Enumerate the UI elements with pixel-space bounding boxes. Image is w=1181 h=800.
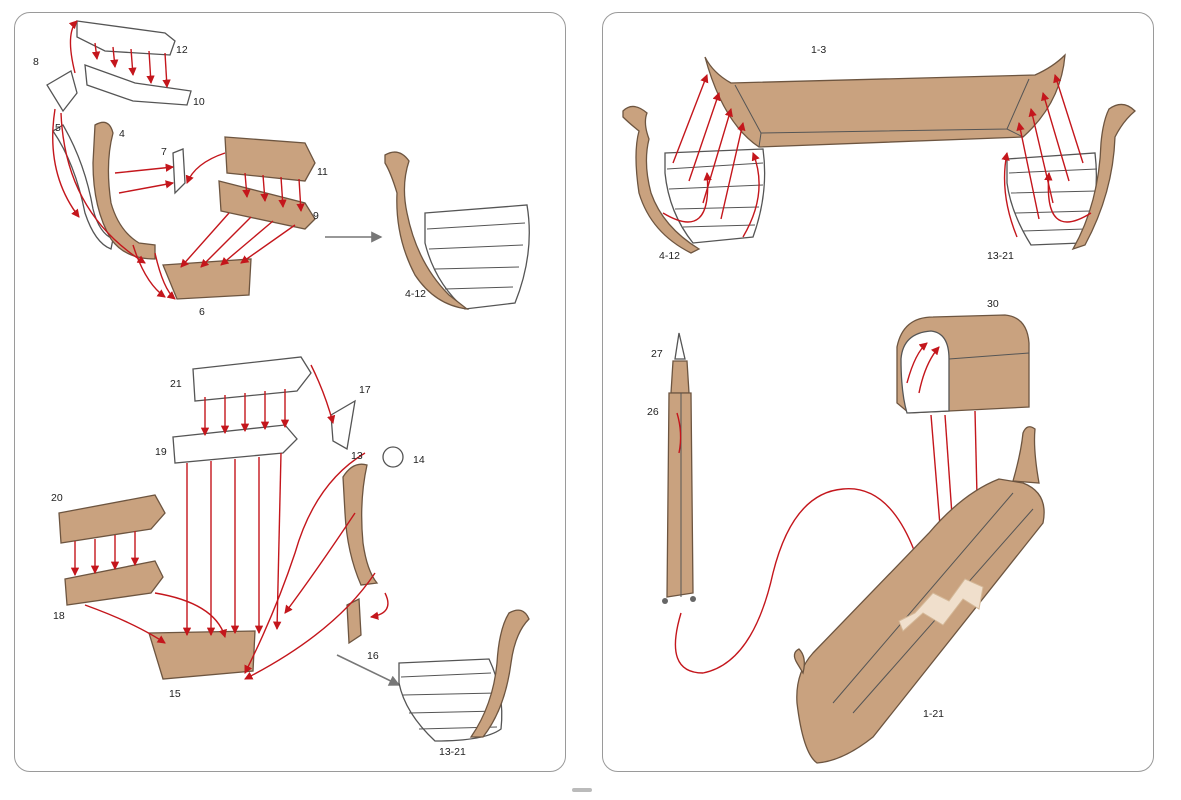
red-arrows-top-left xyxy=(52,20,305,300)
label-30: 30 xyxy=(987,298,999,310)
label-19: 19 xyxy=(155,446,167,458)
page-edge-mark xyxy=(572,788,592,792)
left-diagram: 12 10 8 5 4 7 11 9 6 4-12 21 17 19 13 14… xyxy=(33,20,530,758)
right-labels: 1-3 4-12 13-21 27 26 30 1-21 xyxy=(647,44,1014,720)
label-20: 20 xyxy=(51,492,63,504)
label-right-13-21: 13-21 xyxy=(987,250,1014,262)
label-12: 12 xyxy=(176,44,188,56)
hull-1-3 xyxy=(704,53,1066,148)
label-13-21: 13-21 xyxy=(439,746,466,758)
label-5: 5 xyxy=(55,122,61,134)
label-1-3: 1-3 xyxy=(811,44,826,56)
label-right-4-12: 4-12 xyxy=(659,250,680,262)
part-14 xyxy=(382,446,404,468)
result-arrow-bottom xyxy=(336,654,401,686)
assembly-result-13-21 xyxy=(398,609,530,742)
part-8 xyxy=(46,70,78,113)
label-4: 4 xyxy=(119,128,125,140)
left-labels: 12 10 8 5 4 7 11 9 6 4-12 21 17 19 13 14… xyxy=(33,44,466,758)
mast-26-27 xyxy=(662,332,696,604)
label-11: 11 xyxy=(317,166,328,178)
label-10: 10 xyxy=(193,96,205,108)
label-27: 27 xyxy=(651,348,663,360)
assembly-panel-left: 12 10 8 5 4 7 11 9 6 4-12 21 17 19 13 14… xyxy=(14,12,566,772)
part-16 xyxy=(346,597,362,645)
assembly-panel-right: 1-3 4-12 13-21 27 26 30 1-21 xyxy=(602,12,1154,772)
label-4-12: 4-12 xyxy=(405,288,426,300)
label-18: 18 xyxy=(53,610,65,622)
part-6 xyxy=(162,258,252,300)
label-7: 7 xyxy=(161,146,167,158)
red-arrows-bottom-left xyxy=(70,364,389,680)
side-assembly-4-12 xyxy=(622,105,766,254)
part-18 xyxy=(64,560,164,606)
label-14: 14 xyxy=(413,454,425,466)
part-4 xyxy=(92,121,156,260)
part-20 xyxy=(58,494,166,544)
part-10 xyxy=(84,64,192,106)
label-26: 26 xyxy=(647,406,659,418)
part-19 xyxy=(172,424,298,464)
label-1-21: 1-21 xyxy=(923,708,944,720)
part-17 xyxy=(330,399,356,451)
label-15: 15 xyxy=(169,688,181,700)
right-diagram: 1-3 4-12 13-21 27 26 30 1-21 xyxy=(622,44,1136,764)
label-17: 17 xyxy=(359,384,371,396)
label-21: 21 xyxy=(170,378,182,390)
part-15 xyxy=(148,630,256,680)
part-12 xyxy=(76,20,176,56)
deckhouse-30 xyxy=(896,314,1030,414)
label-13: 13 xyxy=(351,450,363,462)
part-21 xyxy=(192,356,312,402)
assembly-result-4-12 xyxy=(384,151,530,310)
ship-1-21 xyxy=(793,426,1045,764)
red-arrows-top-right xyxy=(662,73,1092,238)
part-13 xyxy=(342,463,379,586)
label-6: 6 xyxy=(199,306,205,318)
label-8: 8 xyxy=(33,56,39,68)
label-16: 16 xyxy=(367,650,379,662)
label-9: 9 xyxy=(313,210,319,222)
part-7 xyxy=(172,148,186,195)
mast-arrow xyxy=(674,488,932,674)
part-11 xyxy=(224,136,316,182)
